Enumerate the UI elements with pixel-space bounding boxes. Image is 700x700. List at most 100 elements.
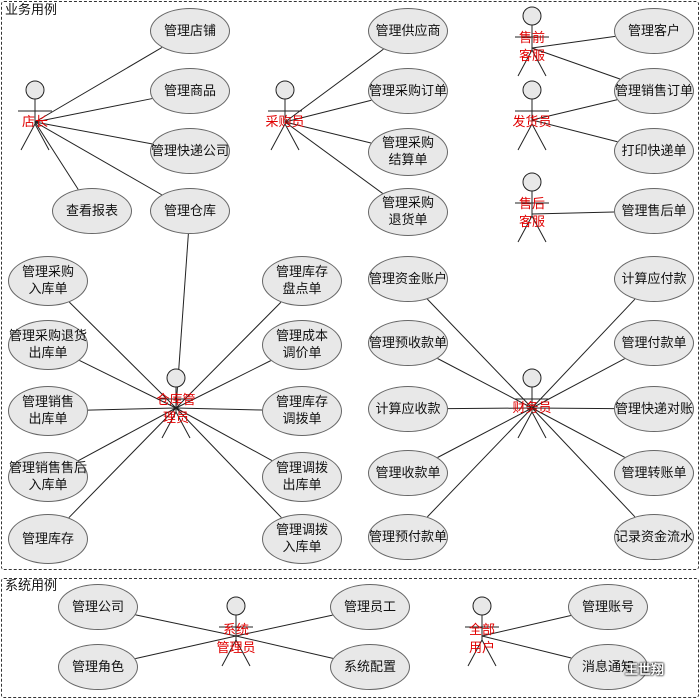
use-case-u10: 管理客户 (614, 8, 694, 54)
actor-figure-finance (515, 368, 549, 439)
use-case-u17: 管理销售售后 入库单 (8, 452, 88, 502)
association-line-finance-u31 (531, 407, 615, 410)
association-line-store_manager-u1 (34, 47, 163, 123)
use-case-u13: 管理售后单 (614, 188, 694, 234)
actor-figure-shipper (515, 80, 549, 151)
business-frame-title: 业务用例 (3, 3, 60, 19)
use-case-u23: 管理调拨 入库单 (262, 514, 342, 564)
use-case-u25: 管理预收款单 (368, 320, 448, 366)
actor-figure-purchaser (268, 80, 302, 151)
actor-figure-presales (515, 6, 549, 77)
association-line-store_manager-u5 (34, 121, 162, 196)
association-line-finance-u25 (437, 358, 533, 409)
association-line-allusers-u39 (481, 635, 572, 659)
association-line-warehouse-u16 (87, 407, 177, 411)
actor-label-aftersales: 售后 客服 (518, 197, 546, 230)
actor-label-sysadmin: 系统 管理员 (216, 623, 256, 656)
use-case-u7: 管理采购订单 (368, 68, 448, 114)
use-case-u31: 管理快递对账 (614, 386, 694, 432)
use-case-u26: 计算应收款 (368, 386, 448, 432)
actor-label-purchaser: 采购员 (265, 115, 305, 130)
actor-figure-warehouse (159, 368, 193, 439)
use-case-u38: 管理账号 (568, 584, 648, 630)
association-line-shipper-u12 (531, 119, 618, 143)
association-line-finance-u29 (531, 298, 636, 409)
use-case-u33: 记录资金流水 (614, 514, 694, 560)
association-line-presales-u10 (531, 35, 616, 49)
association-line-finance-u33 (531, 407, 636, 518)
association-line-presales-u11 (531, 47, 621, 80)
use-case-u19: 管理库存 盘点单 (262, 256, 342, 306)
association-line-warehouse-u18 (68, 407, 177, 519)
association-line-warehouse-u19 (175, 301, 282, 409)
association-line-finance-u26 (447, 407, 533, 410)
use-case-u36: 管理员工 (330, 584, 410, 630)
actor-label-presales: 售前 客服 (518, 31, 546, 64)
actor-figure-sysadmin (219, 596, 253, 667)
use-case-u24: 管理资金账户 (368, 256, 448, 302)
actor-label-shipper: 发货员 (512, 115, 552, 130)
use-case-u28: 管理预付款单 (368, 514, 448, 560)
use-case-u14: 管理采购 入库单 (8, 256, 88, 306)
use-case-u34: 管理公司 (58, 584, 138, 630)
association-line-sysadmin-u34 (135, 614, 237, 637)
actor-label-finance: 财务员 (512, 401, 552, 416)
association-line-warehouse-u14 (68, 301, 177, 409)
use-case-u2: 管理商品 (150, 68, 230, 114)
association-line-warehouse-u21 (175, 407, 263, 411)
association-line-purchaser-u8 (284, 121, 372, 144)
business-use-case-frame (1, 1, 699, 570)
use-case-u11: 管理销售订单 (614, 68, 694, 114)
association-line-sysadmin-u37 (235, 635, 334, 659)
association-line-purchaser-u6 (284, 48, 384, 123)
use-case-u9: 管理采购 退货单 (368, 188, 448, 236)
association-line-warehouse-u22 (175, 407, 273, 461)
use-case-u12: 打印快递单 (614, 128, 694, 174)
association-line-purchaser-u9 (284, 121, 383, 194)
actor-label-store_manager: 店长 (21, 115, 49, 130)
association-line-warehouse-u23 (175, 407, 282, 518)
use-case-u20: 管理成本 调价单 (262, 320, 342, 370)
association-line-sysadmin-u36 (235, 614, 333, 637)
use-case-u6: 管理供应商 (368, 8, 448, 54)
association-line-allusers-u38 (481, 615, 571, 637)
association-line-finance-u32 (531, 407, 625, 458)
association-line-store_manager-u2 (34, 98, 153, 123)
association-line-store_manager-u4 (34, 121, 79, 190)
actor-figure-aftersales (515, 172, 549, 243)
association-line-finance-u28 (426, 407, 533, 518)
association-line-finance-u24 (426, 298, 533, 409)
use-case-u27: 管理收款单 (368, 450, 448, 496)
use-case-u39: 消息通知 (568, 644, 648, 690)
use-case-u35: 管理角色 (58, 644, 138, 690)
use-case-u32: 管理转账单 (614, 450, 694, 496)
use-case-u22: 管理调拨 出库单 (262, 452, 342, 502)
use-case-u1: 管理店铺 (150, 8, 230, 54)
use-case-u30: 管理付款单 (614, 320, 694, 366)
system-frame-title: 系统用例 (3, 579, 60, 595)
use-case-u3: 管理快递公司 (150, 128, 230, 174)
association-line-warehouse-u17 (78, 407, 177, 462)
association-line-warehouse-u20 (175, 360, 271, 409)
use-case-u37: 系统配置 (330, 644, 410, 690)
use-case-u29: 计算应付款 (614, 256, 694, 302)
use-case-u5: 管理仓库 (150, 188, 230, 234)
use-case-u21: 管理库存 调拨单 (262, 386, 342, 436)
association-line-store_manager-u3 (34, 121, 153, 145)
use-case-u16: 管理销售 出库单 (8, 386, 88, 436)
association-line-sysadmin-u35 (135, 635, 237, 660)
actor-label-allusers: 全部 用户 (468, 623, 496, 656)
system-use-case-frame (1, 578, 699, 698)
association-line-warehouse-u15 (79, 360, 177, 409)
association-line-shipper-u11 (531, 99, 618, 121)
actor-label-warehouse: 仓库管 理员 (156, 393, 196, 426)
association-line-purchaser-u7 (284, 99, 372, 123)
watermark-text: 王世翔 (625, 663, 665, 678)
association-line-aftersales-u13 (531, 211, 615, 215)
association-line-finance-u27 (437, 407, 533, 458)
association-line-finance-u30 (531, 358, 625, 409)
actor-figure-store_manager (18, 80, 52, 151)
